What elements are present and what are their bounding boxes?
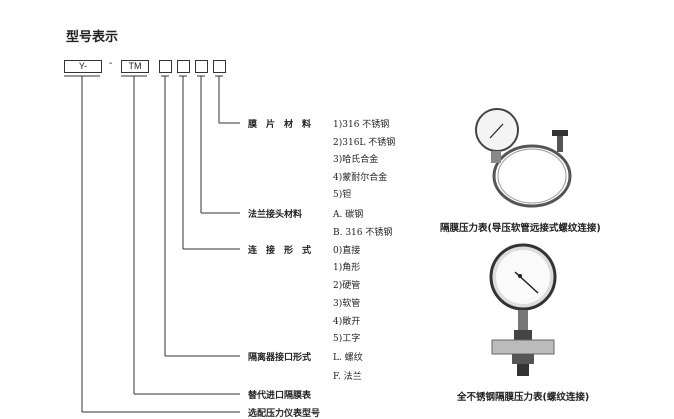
option: 0)直接 [333,246,361,256]
row-label-isolator-interface: 隔离器接口形式 [248,353,312,363]
option: 4)蒙耐尔合金 [333,173,388,183]
slot-box-2 [177,60,190,73]
option: 5)钽 [333,190,352,200]
slot-box-1 [159,60,172,73]
prefix-box: Y- [64,60,102,73]
dash: - [109,58,113,69]
row-label-connection-type: 连 接 形 式 [248,246,312,256]
caption-stainless-gauge: 全不锈钢隔膜压力表(螺纹连接) [457,392,590,403]
page-title: 型号表示 [66,30,119,45]
row-label-diaphragm-material: 膜 片 材 料 [248,120,312,130]
slot-box-4 [213,60,226,73]
option: F. 法兰 [333,372,362,382]
option: 2)硬管 [333,281,361,291]
slot-box-3 [195,60,208,73]
option: 1)316 不锈钢 [333,120,390,130]
caption-remote-gauge: 隔膜压力表(导压软管远接式螺纹连接) [440,223,601,234]
option: L. 螺纹 [333,353,363,363]
option: 4)敞开 [333,317,361,327]
option: 3)软管 [333,299,361,309]
option: 3)哈氏合金 [333,155,379,165]
option: 5)工字 [333,334,361,344]
row-label-replacement: 替代进口隔膜表 [248,391,312,401]
code-box: TM [121,60,149,73]
option: 2)316L 不锈钢 [333,138,396,148]
option: A. 碳钢 [333,210,364,220]
row-label-flange-material: 法兰接头材料 [248,210,303,220]
option: 1)角形 [333,263,361,273]
option: B. 316 不锈钢 [333,228,393,238]
row-label-gauge-model: 选配压力仪表型号 [248,409,321,419]
